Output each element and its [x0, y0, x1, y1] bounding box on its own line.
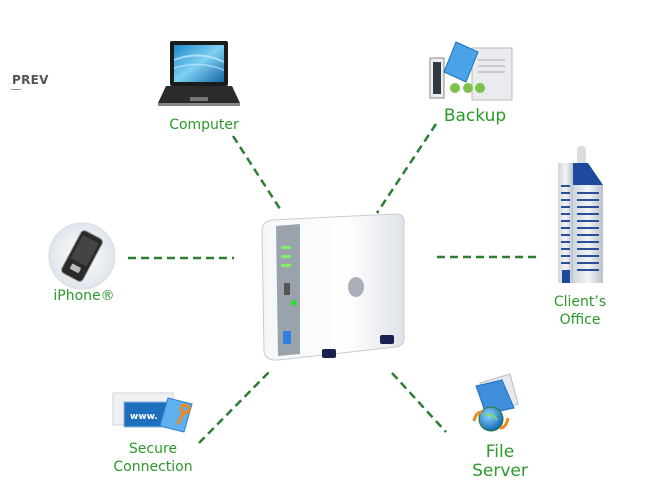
- backup-label: Backup: [443, 106, 507, 126]
- prev-underline: [11, 89, 21, 90]
- computer-label: Computer: [169, 117, 239, 133]
- file-server-icon: [472, 373, 519, 432]
- backup-icon: [429, 41, 513, 101]
- file-server-label-line1: File: [485, 442, 515, 462]
- secure-connection-icon: www.: [112, 392, 193, 433]
- office-building-icon: [558, 146, 603, 283]
- secure-connection-label-line2: Connection: [113, 459, 193, 475]
- nas-server-icon: [261, 213, 405, 361]
- phone-icon: [48, 222, 116, 290]
- laptop-icon: [158, 41, 240, 106]
- prev-link[interactable]: PREV: [12, 73, 49, 87]
- file-server-label-line2: Server: [472, 461, 528, 481]
- clients-office-label-line2: Office: [559, 312, 601, 328]
- connector-secure-connection: [198, 370, 271, 444]
- connector-backup: [375, 123, 438, 214]
- connector-computer: [231, 135, 284, 213]
- svg-text:www.: www.: [130, 412, 158, 422]
- connector-file-server: [391, 372, 447, 433]
- iphone-label: iPhone®: [53, 288, 115, 304]
- clients-office-label-line1: Client’s: [553, 294, 607, 310]
- secure-connection-label-line1: Secure: [128, 441, 178, 457]
